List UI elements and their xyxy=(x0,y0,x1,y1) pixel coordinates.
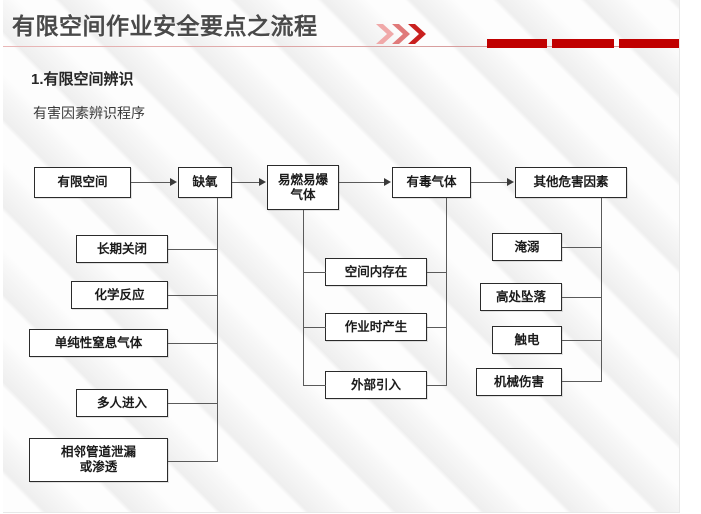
flow-node-long-term-closure[interactable]: 长期关闭 xyxy=(76,235,168,263)
spine-middle-right xyxy=(446,198,448,385)
connector-line xyxy=(562,297,602,299)
flow-node-flammable-gas[interactable]: 易燃易爆 气体 xyxy=(267,165,339,210)
header-accent-bar-3 xyxy=(619,39,679,48)
connector-line xyxy=(562,381,602,383)
connector-line xyxy=(168,343,218,345)
slide-header: 有限空间作业安全要点之流程 xyxy=(3,0,679,50)
flow-node-simple-asphyxiant-gas[interactable]: 单纯性窒息气体 xyxy=(29,329,168,357)
flow-node-flammable-gas-line1: 易燃易爆 xyxy=(277,172,328,187)
connector-line xyxy=(427,327,447,329)
spine-middle-left xyxy=(303,210,305,385)
flow-node-generated-during-work[interactable]: 作业时产生 xyxy=(325,313,427,341)
flow-node-flammable-gas-line2: 气体 xyxy=(290,187,316,202)
flow-node-chemical-reaction[interactable]: 化学反应 xyxy=(71,281,168,309)
connector-line xyxy=(303,327,326,329)
flow-node-adjacent-pipe-leak-line1: 相邻管道泄漏 xyxy=(60,445,136,460)
connector-line xyxy=(168,461,218,463)
header-accent-bar-1 xyxy=(487,39,547,48)
spine-right xyxy=(601,198,603,382)
spine-left xyxy=(217,198,219,462)
flow-node-oxygen-deficiency[interactable]: 缺氧 xyxy=(178,167,232,198)
flow-node-electric-shock[interactable]: 触电 xyxy=(492,326,562,354)
header-accent-bar-2 xyxy=(552,39,614,48)
flow-node-present-in-space[interactable]: 空间内存在 xyxy=(325,258,427,286)
flow-node-multiple-entrants[interactable]: 多人进入 xyxy=(76,389,168,417)
connector-line xyxy=(131,182,171,184)
flow-node-toxic-gas[interactable]: 有毒气体 xyxy=(392,167,471,198)
flow-node-confined-space[interactable]: 有限空间 xyxy=(34,167,131,198)
connector-line xyxy=(471,182,507,184)
connector-line xyxy=(427,385,447,387)
section-title: 1.有限空间辨识 xyxy=(31,71,134,88)
connector-line xyxy=(168,249,218,251)
connector-line xyxy=(562,247,602,249)
flow-node-adjacent-pipe-leak[interactable]: 相邻管道泄漏 或渗透 xyxy=(29,438,168,482)
flow-node-drowning[interactable]: 淹溺 xyxy=(492,233,562,261)
arrow-head xyxy=(384,178,391,186)
flow-node-fall-from-height[interactable]: 高处坠落 xyxy=(480,283,562,311)
flow-node-other-hazards[interactable]: 其他危害因素 xyxy=(515,167,627,198)
connector-line xyxy=(303,272,326,274)
connector-line xyxy=(427,272,447,274)
connector-line xyxy=(232,182,260,184)
section-subtitle: 有害因素辨识程序 xyxy=(33,105,145,121)
page-title: 有限空间作业安全要点之流程 xyxy=(12,13,318,39)
triple-chevron-right-icon xyxy=(375,21,431,47)
flow-node-external-introduction[interactable]: 外部引入 xyxy=(325,371,427,399)
flow-node-adjacent-pipe-leak-line2: 或渗透 xyxy=(79,460,118,474)
header-rule xyxy=(3,46,679,47)
connector-line xyxy=(339,182,384,184)
flow-node-mechanical-injury[interactable]: 机械伤害 xyxy=(476,368,562,396)
connector-line xyxy=(168,403,218,405)
connector-line xyxy=(562,340,602,342)
arrow-head xyxy=(507,178,514,186)
arrow-head xyxy=(170,178,177,186)
connector-line xyxy=(303,385,326,387)
connector-line xyxy=(168,295,218,297)
arrow-head xyxy=(259,178,266,186)
slide-canvas: 有限空间作业安全要点之流程 1.有限空间辨识 有害因素辨识程序 有限空间 缺氧 … xyxy=(3,0,680,513)
flowchart: 有限空间 缺氧 易燃易爆 气体 有毒气体 其他危害因素 长期关闭 化学反应 单纯… xyxy=(3,0,679,512)
